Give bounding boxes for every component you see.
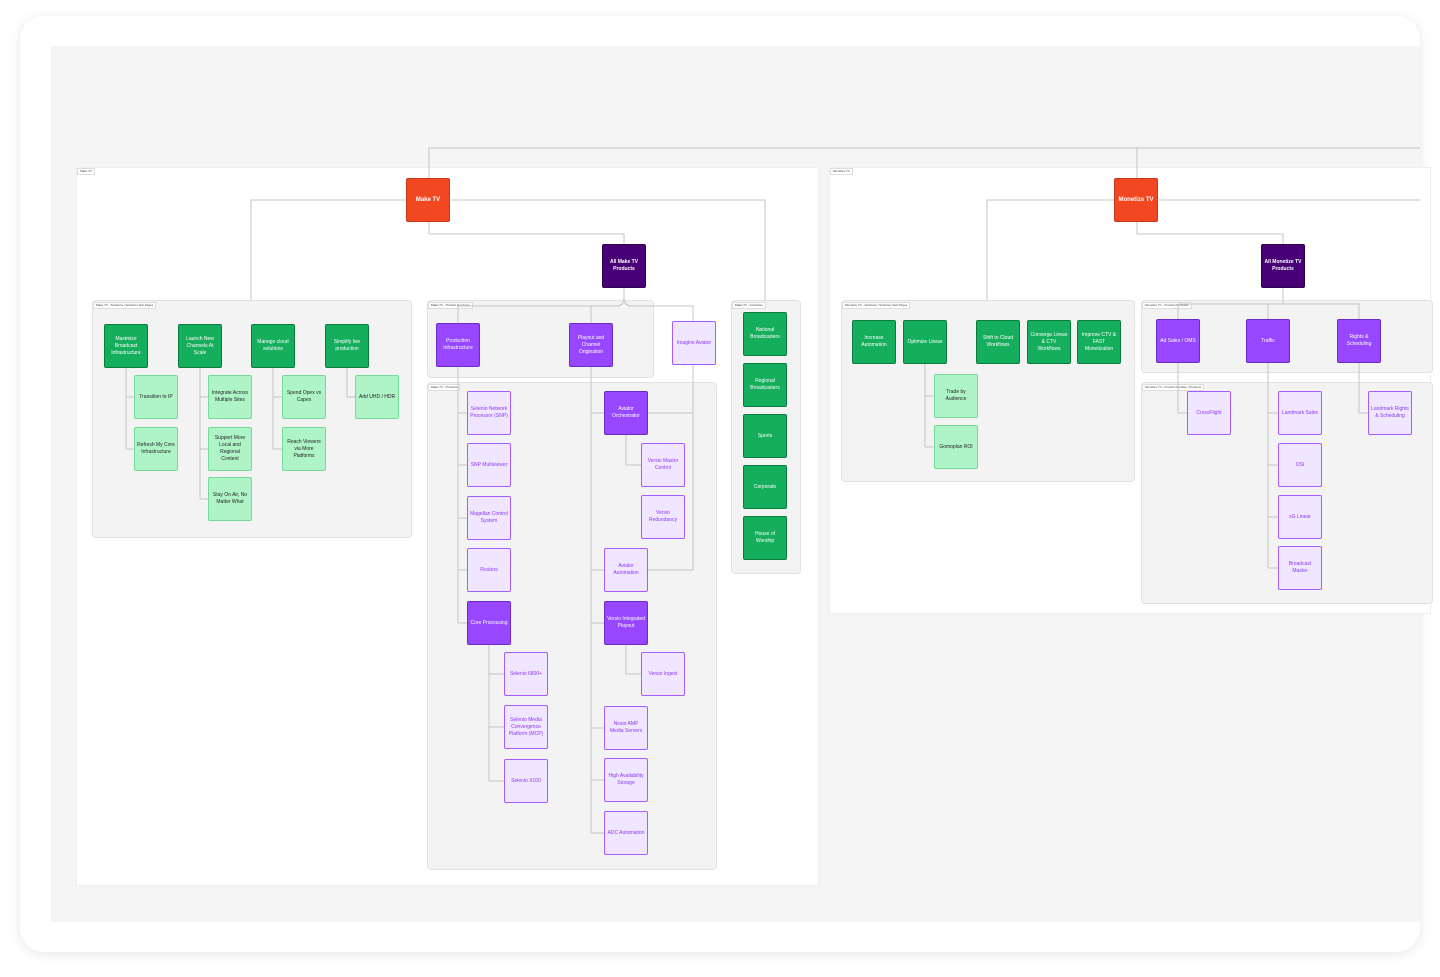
- product-node[interactable]: OSI: [1278, 443, 1322, 487]
- section-label: Monetize TV - Product Families / Product…: [1142, 384, 1205, 391]
- product-node[interactable]: Broadcast Master: [1278, 546, 1322, 590]
- product-node[interactable]: Routers: [467, 548, 511, 592]
- product-node[interactable]: Aviator Automation: [604, 548, 648, 592]
- product-node[interactable]: ADC Automation: [604, 811, 648, 855]
- product-node[interactable]: CrossFlight: [1187, 391, 1231, 435]
- function-node[interactable]: Production Infrastructure: [436, 323, 480, 367]
- section-label: Make TV - Products: [428, 384, 461, 391]
- solution-node[interactable]: Converge Linear & CTV Workflows: [1027, 320, 1071, 364]
- sub-solution-node[interactable]: Reach Viewers via More Platforms: [282, 427, 326, 471]
- sub-solution-node[interactable]: Integrate Across Multiple Sites: [208, 375, 252, 419]
- product-node[interactable]: Nexio AMP Media Servers: [604, 706, 648, 750]
- solution-node[interactable]: Improve CTV & FAST Monetization: [1077, 320, 1121, 364]
- sub-solution-node[interactable]: Transition to IP: [134, 375, 178, 419]
- function-node[interactable]: Playout and Channel Origination: [569, 323, 613, 367]
- product-family-node[interactable]: Aviator Orchestrator: [604, 391, 648, 435]
- make-tv-root-node[interactable]: Make TV: [406, 178, 450, 222]
- product-node[interactable]: SNP Multiviewer: [467, 443, 511, 487]
- sub-solution-node[interactable]: Refresh My Core Infrastructure: [134, 427, 178, 471]
- sub-solution-node[interactable]: Stay On Air, No Matter What: [208, 477, 252, 521]
- solution-node[interactable]: Launch New Channels At Scale: [178, 324, 222, 368]
- solution-node[interactable]: Optimize Linear: [903, 320, 947, 364]
- sub-solution-node[interactable]: Trade by Audience: [934, 374, 978, 418]
- product-node[interactable]: Landmark Rights & Scheduling: [1368, 391, 1412, 435]
- solution-node[interactable]: Simplify live production: [325, 324, 369, 368]
- sub-solution-node[interactable]: Spend Opex vs Capex: [282, 375, 326, 419]
- product-node[interactable]: Selenio Media Convergence Platform (MCP): [504, 705, 548, 749]
- product-node[interactable]: Selenio X100: [504, 759, 548, 803]
- product-family-node[interactable]: Core Processing: [467, 601, 511, 645]
- all-make-tv-products-node[interactable]: All Make TV Products: [602, 244, 646, 288]
- sub-solution-node[interactable]: Gomoplan ROI: [934, 425, 978, 469]
- section-label: Monetize TV - Product Functions: [1142, 302, 1192, 309]
- all-monetize-tv-products-node[interactable]: All Monetize TV Products: [1261, 244, 1305, 288]
- sub-solution-node[interactable]: Support More Local and Regional Content: [208, 427, 252, 471]
- industry-node[interactable]: Sports: [743, 414, 787, 458]
- section-label: Make TV - Solutions / Solutions Sub Page…: [93, 302, 157, 309]
- frame-label: Monetize TV: [830, 168, 853, 175]
- monetize-tv-root-node[interactable]: Monetize TV: [1114, 178, 1158, 222]
- product-node[interactable]: Magellan Control System: [467, 496, 511, 540]
- section-label: Make TV - Product Functions: [428, 302, 473, 309]
- product-family-node[interactable]: Versio Integrated Playout: [604, 601, 648, 645]
- product-node[interactable]: Selenio 6800+: [504, 652, 548, 696]
- sub-solution-node[interactable]: Add UHD / HDR: [355, 375, 399, 419]
- product-node[interactable]: Versio Redundancy: [641, 495, 685, 539]
- solution-node[interactable]: Maximize Broadcast Infrastructure: [104, 324, 148, 368]
- section-label: Make TV - Industries: [732, 302, 766, 309]
- product-node[interactable]: xG Linear: [1278, 495, 1322, 539]
- function-node[interactable]: Traffic: [1246, 319, 1290, 363]
- product-node[interactable]: Versio Master Control: [641, 443, 685, 487]
- product-node[interactable]: High Availability Storage: [604, 758, 648, 802]
- solution-node[interactable]: Shift to Cloud Workflows: [976, 320, 1020, 364]
- industry-node[interactable]: Regional Broadcasters: [743, 363, 787, 407]
- solution-node[interactable]: Increase Automation: [852, 320, 896, 364]
- product-node[interactable]: Selenio Network Processor (SNP): [467, 391, 511, 435]
- product-node[interactable]: Versio Ingest: [641, 652, 685, 696]
- solution-node[interactable]: Manage cloud solutions: [251, 324, 295, 368]
- function-node[interactable]: Rights & Scheduling: [1337, 319, 1381, 363]
- section-label: Monetize TV - Solutions / Solutions Sub …: [842, 302, 911, 309]
- industry-node[interactable]: House of Worship: [743, 516, 787, 560]
- industry-node[interactable]: National Broadcasters: [743, 312, 787, 356]
- function-node[interactable]: Imagine Aviator: [672, 321, 716, 365]
- function-node[interactable]: Ad Sales / OMS: [1156, 319, 1200, 363]
- frame-label: Make TV: [77, 168, 95, 175]
- industry-node[interactable]: Corporate: [743, 465, 787, 509]
- product-node[interactable]: Landmark Sales: [1278, 391, 1322, 435]
